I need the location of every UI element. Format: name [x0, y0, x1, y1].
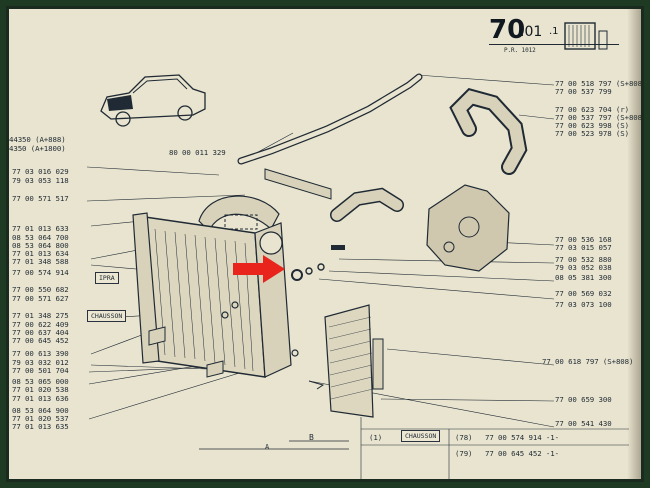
car-sketch [100, 74, 206, 127]
left-ref: 77 00 613 390 [12, 349, 69, 358]
left-ref: 77 00 622 409 [12, 320, 69, 329]
left-ref: 77 00 637 404 [12, 328, 69, 337]
chausson-tag: CHAUSSON [87, 310, 127, 322]
right-ref: 77 00 537 797 (S+808) [555, 113, 641, 122]
table-code-1: 77 00 574 914 -1- [485, 433, 559, 442]
page-number-main: 70 [489, 15, 526, 45]
radiator-thumbnail-icon [564, 22, 608, 50]
page-number-suffix: .1 [549, 26, 559, 37]
page-number-sub: .01 [520, 24, 543, 40]
left-ref: 79 03 053 118 [12, 176, 69, 185]
red-pointer-arrow-icon [233, 255, 285, 283]
dimension-b: B [309, 433, 314, 442]
left-ref: 77 00 571 627 [12, 294, 69, 303]
left-ref: 4350 (A+1800) [9, 144, 66, 153]
right-ref: 77 00 623 998 (S) [555, 121, 629, 130]
right-ref: 08 05 381 300 [555, 273, 612, 282]
dimension-a: A [265, 443, 270, 451]
right-ref: 77 00 623 704 (r) [555, 105, 629, 114]
left-ref: 77 01 020 538 [12, 385, 69, 394]
table-ref-79: (79) [455, 449, 473, 458]
left-ref: 08 53 064 700 [12, 233, 69, 242]
table-chausson-tag: CHAUSSON [401, 430, 441, 442]
table-row-num: (1) [369, 433, 383, 442]
right-ref: 77 00 536 168 [555, 235, 612, 244]
left-ref: 77 01 013 634 [12, 249, 69, 258]
right-ref: 77 00 518 797 (S+808) [555, 79, 641, 88]
left-ref: 44350 (A+888) [9, 135, 66, 144]
left-ref: 77 01 348 275 [12, 311, 69, 320]
left-ref: 77 01 013 633 [12, 224, 69, 233]
left-ref: 77 00 571 517 [12, 194, 69, 203]
left-ref: 77 00 550 682 [12, 285, 69, 294]
table-code-2: 77 00 645 452 -1- [485, 449, 559, 458]
left-ref: 77 01 348 588 [12, 257, 69, 266]
left-ref: 77 00 574 914 [12, 268, 69, 277]
left-ref: 77 00 501 704 [12, 366, 69, 375]
left-ref: 77 01 020 537 [12, 414, 69, 423]
table-ref-78: (78) [455, 433, 473, 442]
left-ref: 08 53 064 800 [12, 241, 69, 250]
ipra-tag: IPRA [95, 272, 119, 284]
page-edge-shadow [627, 9, 641, 479]
right-ref: 77 00 618 797 (S+808) [542, 357, 634, 366]
right-ref: 77 03 015 057 [555, 243, 612, 252]
header-rule [489, 44, 619, 45]
exploded-diagram [86, 73, 629, 479]
left-ref: 08 53 065 000 [12, 377, 69, 386]
left-ref: 77 01 013 635 [12, 422, 69, 431]
catalog-page: 70 .01 .1 P.R. 1012 [9, 9, 641, 479]
right-ref: 79 03 052 038 [555, 263, 612, 272]
left-ref: 77 03 016 029 [12, 167, 69, 176]
left-ref: 08 53 064 900 [12, 406, 69, 415]
right-ref: 77 03 073 100 [555, 300, 612, 309]
callout-top: 80 00 011 329 [169, 148, 226, 157]
right-ref: 77 00 537 799 [555, 87, 612, 96]
page-ref: P.R. 1012 [504, 47, 536, 54]
right-ref: 77 00 659 300 [555, 395, 612, 404]
right-ref: 77 00 532 880 [555, 255, 612, 264]
right-ref: 77 00 541 430 [555, 419, 612, 428]
right-ref: 77 00 569 032 [555, 289, 612, 298]
right-ref: 77 00 523 978 (S) [555, 129, 629, 138]
left-ref: 77 00 645 452 [12, 336, 69, 345]
left-ref: 79 03 032 012 [12, 358, 69, 367]
left-ref: 77 01 013 636 [12, 394, 69, 403]
